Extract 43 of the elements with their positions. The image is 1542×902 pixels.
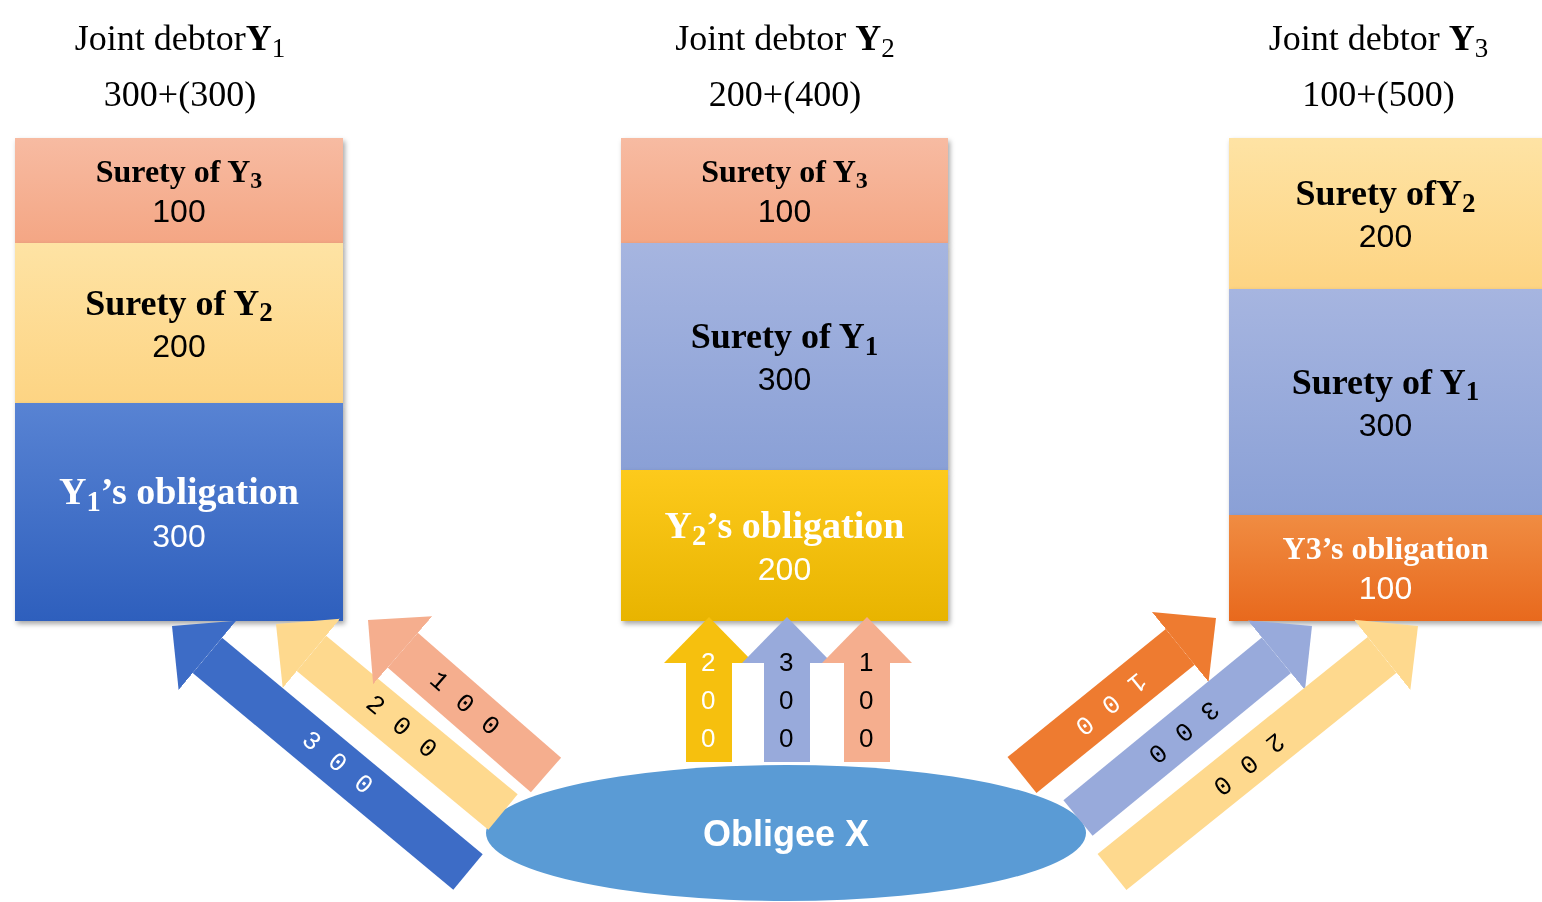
- block-arrow: [1007, 611, 1216, 793]
- box-amount: 300: [152, 516, 206, 556]
- block-arrow: [276, 618, 518, 830]
- obligation-box: [1229, 515, 1542, 621]
- amount-formula: 100+(500): [1302, 73, 1455, 116]
- box-amount: 200: [757, 550, 812, 590]
- surety-box: [621, 138, 948, 243]
- ellipse-label: Obligee X: [702, 811, 869, 856]
- column-heading: Joint debtor Y$_{3}$: [1268, 17, 1489, 65]
- box-amount: 100: [152, 191, 206, 231]
- amount-formula: 200+(400): [708, 73, 862, 116]
- box-amount: 200: [152, 326, 206, 366]
- box-title: Surety of Y$_{3}$: [701, 151, 868, 191]
- box-title: Y$_{1}$’s obligation: [59, 469, 299, 516]
- surety-box: [1229, 138, 1542, 289]
- box-amount: 100: [1358, 569, 1413, 608]
- surety-box: [15, 243, 343, 403]
- column-heading: Joint debtor Y$_{2}$: [675, 17, 895, 65]
- edge-label: 300: [779, 646, 794, 755]
- box-amount: 300: [1358, 405, 1413, 445]
- block-arrow: [172, 620, 483, 890]
- block-arrow: [368, 616, 562, 793]
- surety-box: [15, 138, 343, 243]
- edge-label: 200: [701, 646, 716, 755]
- column-heading: Joint debtorY$_{1}$: [74, 17, 286, 65]
- edge-label: 100: [859, 646, 874, 755]
- box-title: Surety of Y$_{3}$: [95, 151, 263, 191]
- box-title: Surety of Y$_{2}$: [85, 281, 273, 326]
- box-title: Surety of Y$_{1}$: [1291, 360, 1480, 405]
- box-amount: 200: [1358, 217, 1413, 256]
- box-amount: 300: [757, 360, 812, 399]
- amount-formula: 300+(300): [103, 73, 257, 116]
- box-title: Surety ofY$_{2}$: [1295, 172, 1476, 216]
- box-title: Y$_{2}$’s obligation: [664, 502, 905, 550]
- surety-box: [621, 243, 948, 470]
- box-title: Y3’s obligation: [1282, 529, 1489, 568]
- box-title: Surety of Y$_{1}$: [690, 315, 879, 359]
- obligation-box: [621, 470, 948, 621]
- block-arrow: [822, 617, 912, 762]
- box-amount: 100: [757, 191, 812, 231]
- surety-box: [1229, 289, 1542, 515]
- obligation-box: [15, 403, 343, 621]
- block-arrow: [1097, 619, 1418, 890]
